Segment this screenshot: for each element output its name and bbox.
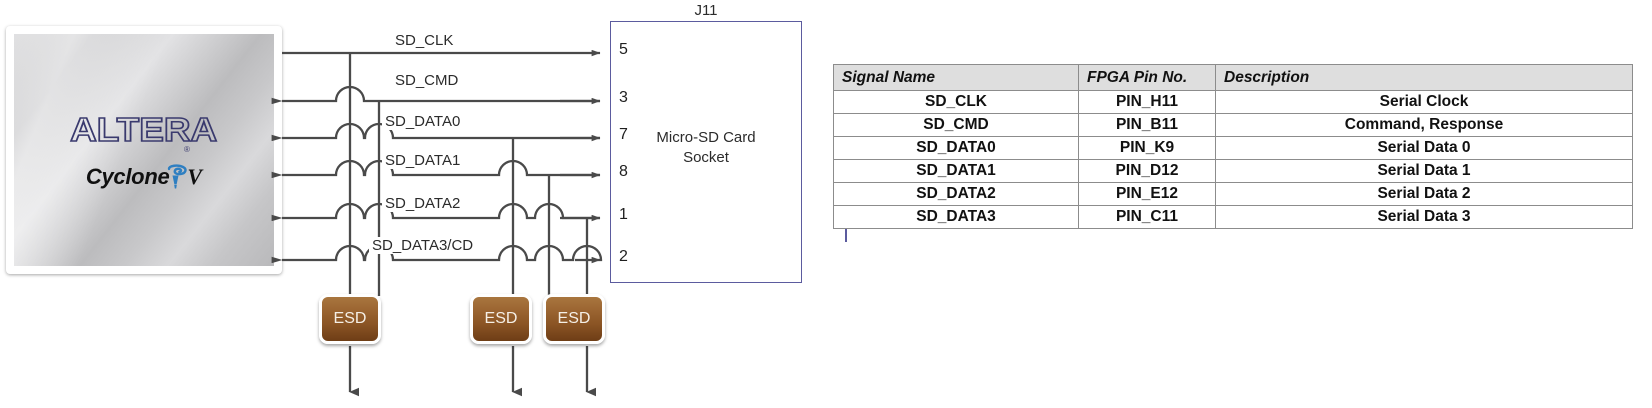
cell-signal: SD_CMD bbox=[833, 113, 1079, 137]
altera-registered-mark: ® bbox=[184, 144, 190, 154]
connector-description-line1: Micro-SD Card bbox=[656, 129, 756, 146]
table-header-fpga-pin-no: FPGA Pin No. bbox=[1078, 64, 1216, 91]
table-header-description: Description bbox=[1215, 64, 1633, 91]
cell-desc: Serial Data 0 bbox=[1215, 136, 1633, 160]
esd-block-1: ESD bbox=[319, 294, 381, 344]
pin-number-1: 1 bbox=[619, 206, 628, 223]
connector-refdes-label: J11 bbox=[694, 2, 718, 19]
cell-desc: Serial Clock bbox=[1215, 90, 1633, 114]
esd-block-2: ESD bbox=[470, 294, 532, 344]
cyclone-swirl-icon bbox=[166, 163, 188, 189]
cell-pin: PIN_B11 bbox=[1078, 113, 1216, 137]
cell-desc: Serial Data 2 bbox=[1215, 182, 1633, 206]
altera-logo: ALTERA bbox=[70, 110, 219, 149]
signal-label-sd-cmd: SD_CMD bbox=[392, 72, 462, 89]
table-row: SD_DATA2 PIN_E12 Serial Data 2 bbox=[833, 182, 1633, 206]
cyclone-wordmark: Cyclone V bbox=[86, 164, 202, 190]
signal-label-sd-data0: SD_DATA0 bbox=[382, 113, 464, 130]
pin-number-8: 8 bbox=[619, 163, 628, 180]
cyclone-text: Cyclone bbox=[85, 163, 170, 189]
table-row: SD_CMD PIN_B11 Command, Response bbox=[833, 113, 1633, 137]
connector-description-line2: Socket bbox=[683, 149, 729, 166]
connector-description: Micro-SD Card Socket bbox=[610, 128, 802, 168]
table-row: SD_DATA3 PIN_C11 Serial Data 3 bbox=[833, 205, 1633, 229]
micro-sd-card-socket-box bbox=[610, 21, 802, 283]
cyclone-version: V bbox=[187, 163, 203, 189]
cell-pin: PIN_H11 bbox=[1078, 90, 1216, 114]
cell-signal: SD_DATA1 bbox=[833, 159, 1079, 183]
cell-pin: PIN_C11 bbox=[1078, 205, 1216, 229]
cell-desc: Serial Data 1 bbox=[1215, 159, 1633, 183]
table-body: SD_CLK PIN_H11 Serial Clock SD_CMD PIN_B… bbox=[833, 90, 1633, 229]
fpga-chip: ALTERA ® Cyclone V bbox=[6, 26, 282, 274]
pin-assignment-table: Signal Name FPGA Pin No. Description SD_… bbox=[833, 64, 1633, 229]
signal-label-sd-data2: SD_DATA2 bbox=[382, 195, 464, 212]
cell-signal: SD_DATA3 bbox=[833, 205, 1079, 229]
pin-number-3: 3 bbox=[619, 89, 628, 106]
signal-label-sd-data1: SD_DATA1 bbox=[382, 152, 464, 169]
cell-signal: SD_CLK bbox=[833, 90, 1079, 114]
table-row: SD_DATA0 PIN_K9 Serial Data 0 bbox=[833, 136, 1633, 160]
signal-label-sd-clk: SD_CLK bbox=[392, 32, 457, 49]
table-row: SD_CLK PIN_H11 Serial Clock bbox=[833, 90, 1633, 114]
table-header-row: Signal Name FPGA Pin No. Description bbox=[833, 64, 1633, 91]
cell-desc: Command, Response bbox=[1215, 113, 1633, 137]
signal-label-sd-data3-cd: SD_DATA3/CD bbox=[369, 237, 477, 254]
pin-number-2: 2 bbox=[619, 248, 628, 265]
table-header-signal-name: Signal Name bbox=[833, 64, 1079, 91]
esd-block-3: ESD bbox=[543, 294, 605, 344]
cell-signal: SD_DATA0 bbox=[833, 136, 1079, 160]
pin-number-7: 7 bbox=[619, 126, 628, 143]
cell-desc: Serial Data 3 bbox=[1215, 205, 1633, 229]
fpga-chip-face: ALTERA ® Cyclone V bbox=[14, 34, 274, 266]
pin-number-5: 5 bbox=[619, 41, 628, 58]
table-row: SD_DATA1 PIN_D12 Serial Data 1 bbox=[833, 159, 1633, 183]
cell-pin: PIN_E12 bbox=[1078, 182, 1216, 206]
cell-signal: SD_DATA2 bbox=[833, 182, 1079, 206]
cell-pin: PIN_D12 bbox=[1078, 159, 1216, 183]
cell-pin: PIN_K9 bbox=[1078, 136, 1216, 160]
